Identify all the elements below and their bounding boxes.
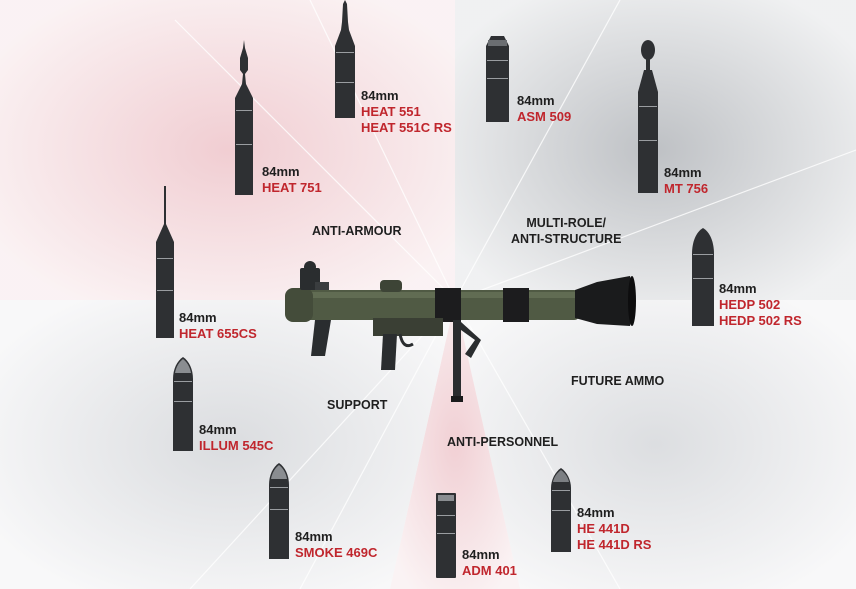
- label-heat-551: 84mm HEAT 551 HEAT 551C RS: [361, 88, 452, 136]
- smoke-469c-round-icon: [269, 463, 289, 559]
- label-asm-509: 84mm ASM 509: [517, 93, 571, 125]
- category-multi-role-line2: ANTI-STRUCTURE: [511, 232, 622, 246]
- label-mt-756: 84mm MT 756: [664, 165, 708, 197]
- round-asm-509: [485, 36, 510, 122]
- round-caliber: 84mm: [462, 547, 500, 562]
- round-caliber: 84mm: [295, 529, 333, 544]
- label-heat-751: 84mm HEAT 751: [262, 164, 322, 196]
- round-name: HEAT 551C RS: [361, 120, 452, 135]
- round-name: HEDP 502 RS: [719, 313, 802, 328]
- heat-655cs-round-icon: [156, 186, 174, 338]
- label-adm-401: 84mm ADM 401: [462, 547, 517, 579]
- category-anti-armour: ANTI-ARMOUR: [312, 224, 402, 238]
- round-name: HEAT 655CS: [179, 326, 257, 341]
- round-name: SMOKE 469C: [295, 545, 378, 560]
- round-caliber: 84mm: [199, 422, 237, 437]
- label-smoke-469c: 84mm SMOKE 469C: [295, 529, 377, 561]
- heat-751-round-icon: [235, 40, 253, 195]
- category-anti-personnel: ANTI-PERSONNEL: [447, 435, 559, 449]
- label-heat-655cs: 84mm HEAT 655CS: [179, 310, 257, 342]
- round-he-441d: [550, 468, 572, 552]
- round-caliber: 84mm: [361, 88, 399, 103]
- hedp-502-round-icon: [692, 228, 714, 326]
- illum-545c-round-icon: [173, 357, 193, 451]
- round-caliber: 84mm: [517, 93, 555, 108]
- round-caliber: 84mm: [577, 505, 615, 520]
- category-future-ammo: FUTURE AMMO: [571, 374, 665, 388]
- round-caliber: 84mm: [179, 310, 217, 325]
- round-adm-401: [435, 493, 457, 578]
- round-caliber: 84mm: [664, 165, 702, 180]
- adm-401-round-icon: [436, 493, 456, 578]
- label-he-441d: 84mm HE 441D HE 441D RS: [577, 505, 651, 553]
- round-name: HEDP 502: [719, 297, 781, 312]
- category-multi-role-line1: MULTI-ROLE/: [526, 216, 607, 230]
- round-heat-551: [333, 0, 357, 118]
- asm-509-round-icon: [486, 36, 509, 122]
- round-name: HEAT 751: [262, 180, 322, 195]
- he-441d-round-icon: [551, 468, 571, 552]
- category-support: SUPPORT: [327, 398, 388, 412]
- recoilless-rifle-icon: [285, 261, 636, 402]
- heat-551-round-icon: [335, 0, 355, 118]
- label-illum-545c: 84mm ILLUM 545C: [199, 422, 273, 454]
- round-name: MT 756: [664, 181, 709, 196]
- round-caliber: 84mm: [719, 281, 757, 296]
- category-multi-role: MULTI-ROLE/ ANTI-STRUCTURE: [511, 215, 621, 247]
- label-hedp-502: 84mm HEDP 502 HEDP 502 RS: [719, 281, 802, 329]
- round-name: ILLUM 545C: [199, 438, 274, 453]
- mt-756-round-icon: [638, 40, 658, 193]
- round-name: HE 441D: [577, 521, 630, 536]
- round-heat-751: [234, 40, 254, 195]
- round-smoke-469c: [268, 463, 290, 559]
- round-illum-545c: [172, 357, 194, 451]
- round-name: HE 441D RS: [577, 537, 652, 552]
- round-caliber: 84mm: [262, 164, 300, 179]
- round-mt-756: [637, 40, 659, 193]
- round-hedp-502: [691, 228, 715, 326]
- recoilless-rifle-image: [285, 258, 637, 413]
- round-name: ASM 509: [517, 109, 572, 124]
- round-name: HEAT 551: [361, 104, 421, 119]
- round-name: ADM 401: [462, 563, 517, 578]
- round-heat-655cs: [155, 186, 175, 338]
